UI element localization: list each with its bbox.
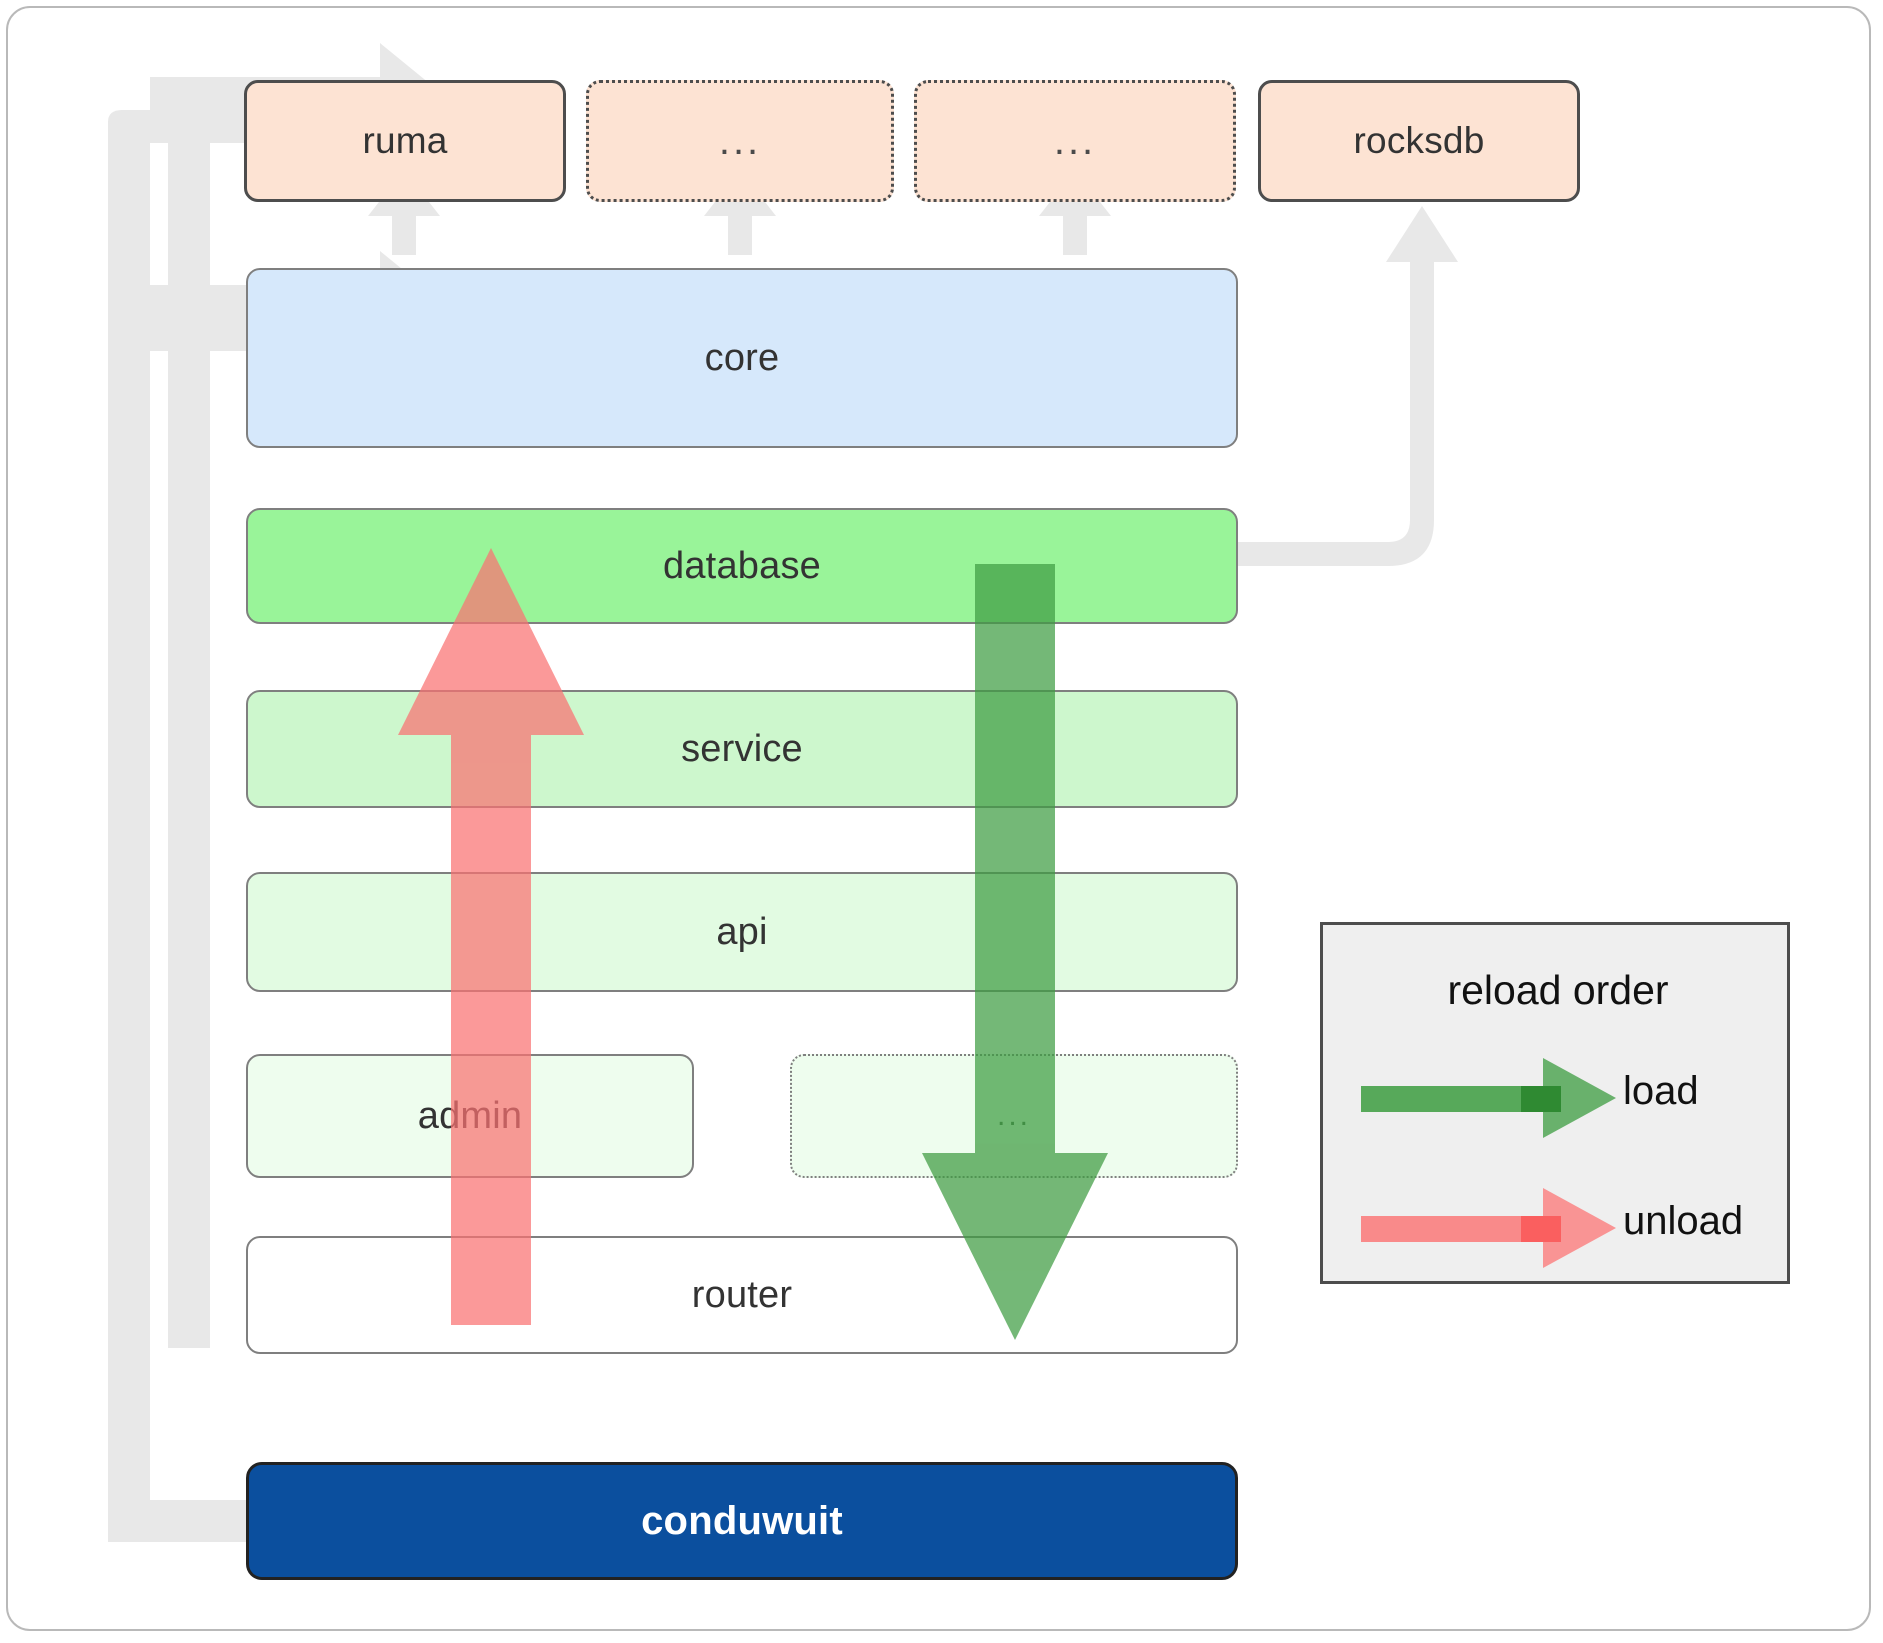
layer-label-api: api: [716, 910, 768, 953]
layer-label-service: service: [681, 727, 803, 770]
legend-title: reload order: [1447, 967, 1669, 1013]
dependency-box-dep-b[interactable]: ...: [914, 80, 1236, 202]
layer-box-dots[interactable]: ...: [790, 1054, 1238, 1178]
legend-label-load: load: [1623, 1069, 1699, 1113]
legend-label-unload: unload: [1623, 1199, 1744, 1243]
diagram-frame: [6, 6, 1871, 1631]
legend-row-load: load: [1323, 1053, 1793, 1143]
dependency-label-rocksdb: rocksdb: [1353, 120, 1485, 161]
layer-label-database: database: [663, 544, 821, 587]
layer-box-admin[interactable]: admin: [246, 1054, 694, 1178]
dependency-label-dep-b: ...: [1053, 119, 1097, 163]
layer-label-core: core: [704, 336, 780, 379]
dependency-box-ruma[interactable]: ruma: [244, 80, 566, 202]
layer-box-router[interactable]: router: [246, 1236, 1238, 1354]
layer-label-admin: admin: [417, 1094, 523, 1137]
legend-load-arrow-icon: [1361, 1058, 1616, 1138]
layer-box-core[interactable]: core: [246, 268, 1238, 448]
legend-unload-arrow-icon: [1361, 1188, 1616, 1268]
layer-box-api[interactable]: api: [246, 872, 1238, 992]
legend-row-unload: unload: [1323, 1183, 1793, 1273]
layer-box-database[interactable]: database: [246, 508, 1238, 624]
layer-box-service[interactable]: service: [246, 690, 1238, 808]
dependency-label-ruma: ruma: [362, 120, 448, 161]
dependency-label-dep-a: ...: [718, 119, 762, 163]
layer-label-router: router: [691, 1273, 793, 1316]
dependency-box-dep-a[interactable]: ...: [586, 80, 894, 202]
layer-label-dots: ...: [996, 1099, 1031, 1132]
app-label-conduwuit: conduwuit: [641, 1498, 843, 1543]
app-box-conduwuit[interactable]: conduwuit: [246, 1462, 1238, 1580]
dependency-box-rocksdb[interactable]: rocksdb: [1258, 80, 1580, 202]
legend-panel: reload order load unload: [1320, 922, 1790, 1284]
